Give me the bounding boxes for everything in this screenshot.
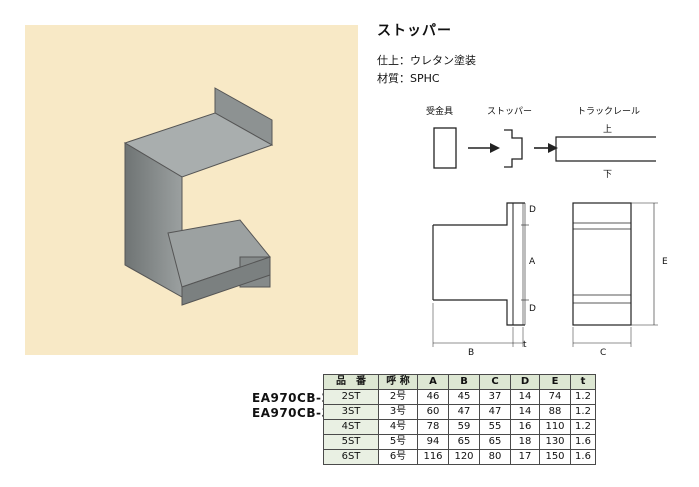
table-row: 3ST 3号 60 47 47 14 88 1.2: [323, 404, 596, 420]
header-e: E: [539, 374, 571, 390]
header-c: C: [479, 374, 511, 390]
table-row: 6ST 6号 116 120 80 17 150 1.6: [323, 449, 596, 465]
product-title: ストッパー: [377, 23, 452, 39]
cell-b: 120: [448, 449, 480, 465]
table-row: 5ST 5号 94 65 65 18 130 1.6: [323, 434, 596, 450]
top-label: 上: [603, 125, 613, 135]
header-d: D: [510, 374, 540, 390]
cell-c: 55: [479, 419, 511, 435]
cell-e: 130: [539, 434, 571, 450]
model-code-1: EA970CB-2: [252, 391, 331, 405]
header-b: B: [448, 374, 480, 390]
cell-b: 59: [448, 419, 480, 435]
cell-d: 14: [510, 404, 540, 420]
cell-a: 46: [417, 389, 449, 405]
header-part-number: 品 番: [323, 374, 379, 390]
cell-e: 88: [539, 404, 571, 420]
cell-t: 1.2: [570, 389, 596, 405]
model-code-2: EA970CB-3: [252, 406, 331, 420]
bottom-label: 下: [603, 170, 613, 180]
cell-b: 47: [448, 404, 480, 420]
dim-c: C: [600, 348, 607, 358]
cell-designation: 6号: [378, 449, 418, 465]
cell-part: 3ST: [323, 404, 379, 420]
cell-part: 4ST: [323, 419, 379, 435]
stopper-illustration: [123, 87, 274, 306]
dim-d-top: D: [529, 205, 536, 215]
cell-a: 94: [417, 434, 449, 450]
cell-t: 1.2: [570, 404, 596, 420]
cell-part: 5ST: [323, 434, 379, 450]
specification-table: 品 番 呼 称 A B C D E t 2ST 2号 46 45 37 14 7…: [323, 374, 596, 465]
receiver-label: 受金具: [426, 107, 454, 117]
product-photo: [25, 25, 358, 355]
finish-spec: 仕上：ウレタン塗装: [377, 54, 476, 67]
cell-part: 2ST: [323, 389, 379, 405]
material-spec: 材質：SPHC: [377, 72, 440, 85]
cell-a: 60: [417, 404, 449, 420]
cell-t: 1.6: [570, 449, 596, 465]
track-rail-label: トラックレール: [577, 107, 641, 117]
table-row: 2ST 2号 46 45 37 14 74 1.2: [323, 389, 596, 405]
cell-c: 37: [479, 389, 511, 405]
cell-t: 1.6: [570, 434, 596, 450]
cell-c: 47: [479, 404, 511, 420]
cell-designation: 2号: [378, 389, 418, 405]
cell-e: 110: [539, 419, 571, 435]
header-t: t: [570, 374, 596, 390]
cell-c: 80: [479, 449, 511, 465]
cell-d: 17: [510, 449, 540, 465]
dim-d-bottom: D: [529, 304, 536, 314]
cell-designation: 3号: [378, 404, 418, 420]
cell-a: 116: [417, 449, 449, 465]
dimension-drawings: [432, 202, 658, 347]
cell-b: 45: [448, 389, 480, 405]
table-row: 4ST 4号 78 59 55 16 110 1.2: [323, 419, 596, 435]
cell-b: 65: [448, 434, 480, 450]
header-designation: 呼 称: [378, 374, 418, 390]
cell-c: 65: [479, 434, 511, 450]
cell-d: 16: [510, 419, 540, 435]
cell-t: 1.2: [570, 419, 596, 435]
header-a: A: [417, 374, 449, 390]
cell-e: 74: [539, 389, 571, 405]
assembly-flow-diagram: [433, 127, 656, 169]
dim-e: E: [662, 257, 668, 267]
cell-a: 78: [417, 419, 449, 435]
dim-a: A: [529, 257, 536, 267]
cell-d: 18: [510, 434, 540, 450]
cell-e: 150: [539, 449, 571, 465]
cell-part: 6ST: [323, 449, 379, 465]
cell-designation: 4号: [378, 419, 418, 435]
cell-d: 14: [510, 389, 540, 405]
dim-t: t: [523, 340, 527, 350]
stopper-label: ストッパー: [487, 107, 533, 117]
dim-b: B: [468, 348, 475, 358]
table-header-row: 品 番 呼 称 A B C D E t: [323, 374, 596, 390]
cell-designation: 5号: [378, 434, 418, 450]
